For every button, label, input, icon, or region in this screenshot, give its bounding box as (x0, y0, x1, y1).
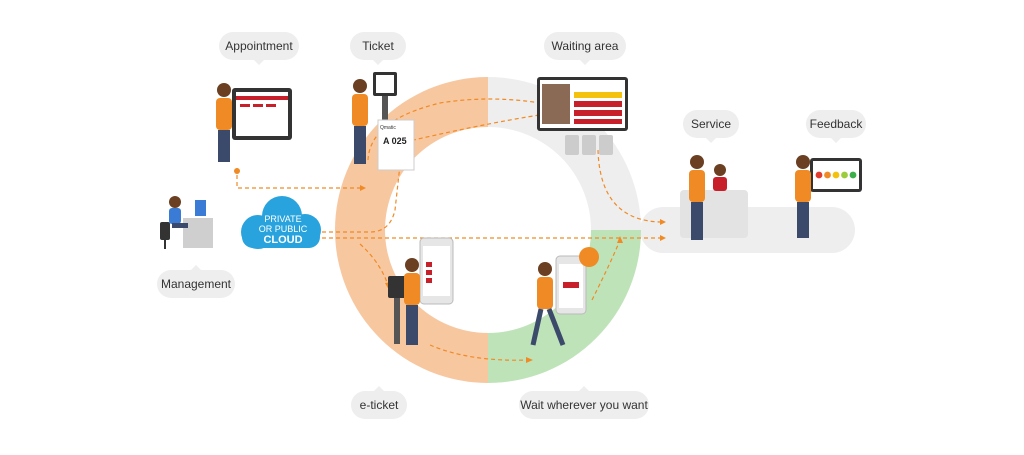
label-feedback: Feedback (806, 110, 866, 143)
office-chair (160, 222, 170, 240)
label-waiting-area: Waiting area (544, 32, 626, 65)
service-customer-body (689, 170, 705, 202)
arrow-ticket-top (367, 98, 541, 161)
cloud-label: PRIVATE OR PUBLIC CLOUD (242, 214, 324, 247)
label-service: Service (683, 110, 739, 143)
appointment-person-head (217, 83, 231, 97)
arrow-head (526, 357, 533, 363)
manager-body (169, 208, 181, 224)
arrow-head (360, 185, 366, 191)
wait-person-body (537, 277, 553, 309)
waiting-area-scene (537, 77, 628, 155)
feedback-faces (815, 171, 857, 179)
appointment-scene (216, 83, 292, 174)
management-monitor (195, 200, 206, 216)
management-station (160, 196, 213, 249)
arrow-cloud-ticket (315, 164, 401, 233)
manager-head (169, 196, 181, 208)
waiting-chair (582, 135, 596, 155)
feedback-face-icon (849, 171, 857, 179)
feedback-face-icon (832, 171, 840, 179)
arrow-wait-service (591, 239, 621, 301)
eticket-person-head (405, 258, 419, 272)
waiting-chair (599, 135, 613, 155)
ticket-brand: Qmatic (380, 125, 396, 131)
ring-segment-orange-left (335, 77, 488, 383)
service-scene (689, 155, 727, 240)
ticket-slip (377, 119, 415, 171)
feedback-face-icon (824, 171, 831, 179)
eticket-person-body (404, 273, 420, 305)
feedback-person-body (795, 170, 811, 202)
eticket-scene (388, 237, 454, 345)
feedback-face-icon (815, 171, 823, 179)
wait-person-head (538, 262, 552, 276)
cloud-line-2: OR PUBLIC (258, 224, 308, 234)
notification-bell-icon (579, 247, 599, 267)
label-management: Management (157, 265, 235, 298)
ticket-person-body (352, 94, 368, 126)
cloud-shape (241, 196, 321, 249)
ticket-person-head (353, 79, 367, 93)
ticket-number: A 025 (383, 136, 407, 146)
feedback-person-head (796, 155, 810, 169)
service-agent-head (714, 164, 726, 176)
cloud-line-1: PRIVATE (264, 214, 302, 224)
wait-anywhere-scene (530, 247, 599, 346)
arrow-head (660, 235, 666, 241)
label-ticket: Ticket (350, 32, 406, 65)
eticket-kiosk (388, 276, 406, 298)
service-customer-head (690, 155, 704, 169)
arrow-waiting-service (597, 149, 661, 223)
label-wait-anywhere: Wait wherever you want (519, 386, 649, 419)
arrow-head (617, 236, 623, 243)
feedback-face-icon (841, 171, 848, 179)
service-agent-body (713, 177, 727, 191)
appointment-person-body (216, 98, 232, 130)
arrow-head (660, 219, 666, 225)
waiting-chair (565, 135, 579, 155)
management-desk (183, 218, 213, 248)
arrow-appointment (236, 168, 360, 189)
cloud-line-3: CLOUD (263, 234, 303, 246)
label-appointment: Appointment (219, 32, 299, 65)
label-e-ticket: e-ticket (351, 386, 407, 419)
arrow-eticket-wait (429, 344, 529, 361)
ring-segment-gray-top (488, 77, 641, 230)
ticket-scene (352, 72, 415, 171)
feedback-scene (795, 155, 862, 238)
